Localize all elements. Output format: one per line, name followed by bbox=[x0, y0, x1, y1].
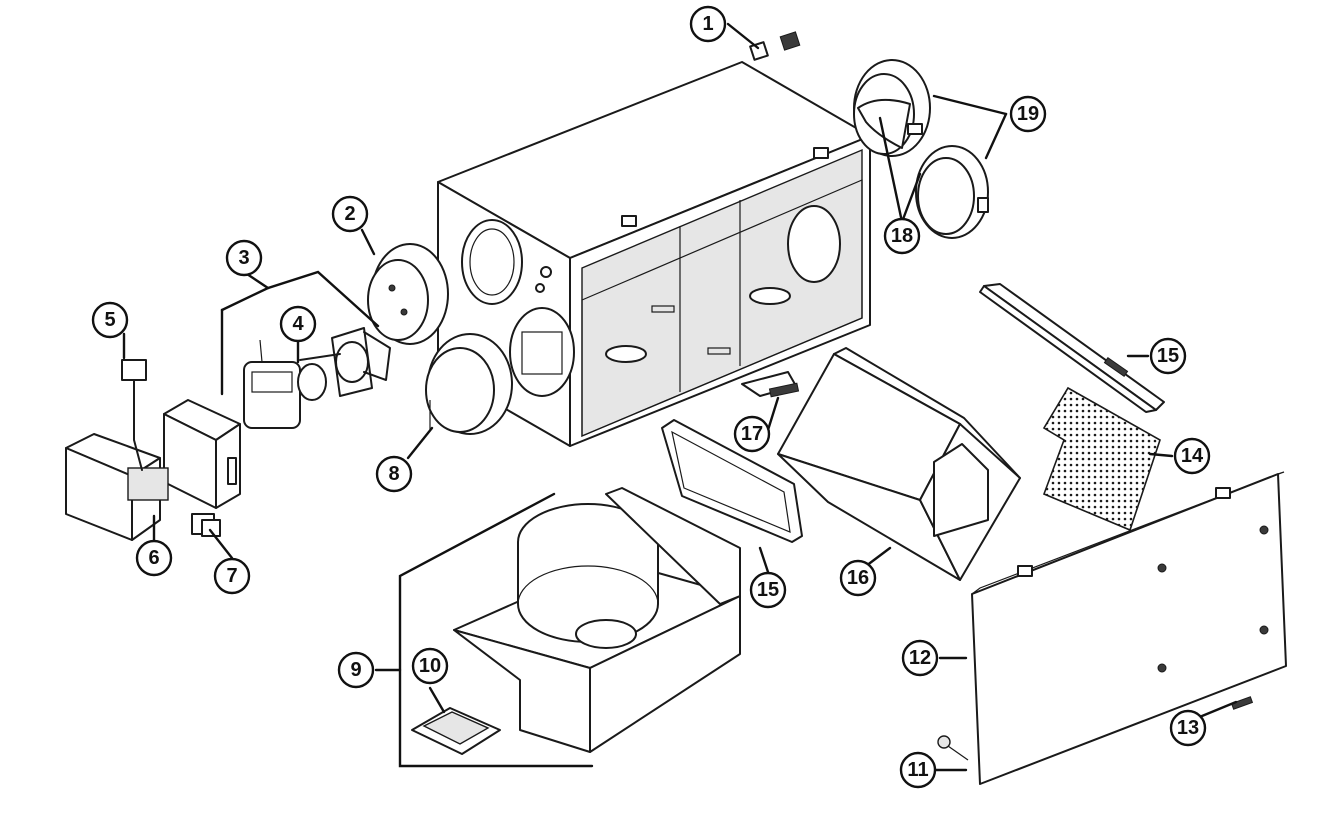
part-15-filter-upper bbox=[979, 283, 1165, 413]
callout-14: 14 bbox=[1173, 437, 1211, 475]
part-12-door-panel bbox=[971, 471, 1287, 785]
part-1-latch bbox=[749, 31, 801, 61]
part-8-collar bbox=[425, 333, 513, 435]
callout-4: 4 bbox=[279, 305, 317, 343]
svg-text:16: 16 bbox=[847, 567, 869, 589]
callout-13: 13 bbox=[1169, 709, 1207, 747]
svg-text:7: 7 bbox=[226, 565, 237, 587]
svg-text:8: 8 bbox=[388, 463, 399, 485]
callouts: 1 2 3 4 5 6 7 8 9 10 11 12 13 14 15 15 1… bbox=[91, 5, 1211, 789]
callout-18: 18 bbox=[883, 217, 921, 255]
callout-17: 17 bbox=[733, 415, 771, 453]
part-2-damper-collar bbox=[367, 243, 449, 345]
part-3-motor-assembly bbox=[243, 327, 391, 429]
callout-9: 9 bbox=[337, 651, 375, 689]
svg-text:19: 19 bbox=[1017, 103, 1039, 125]
part-5-plug bbox=[121, 359, 147, 471]
part-10-blower-plate bbox=[411, 707, 501, 755]
svg-text:3: 3 bbox=[238, 247, 249, 269]
svg-text:9: 9 bbox=[350, 659, 361, 681]
callout-16: 16 bbox=[839, 559, 877, 597]
svg-text:6: 6 bbox=[148, 547, 159, 569]
callout-5: 5 bbox=[91, 301, 129, 339]
callout-6: 6 bbox=[135, 539, 173, 577]
part-13-door-latch bbox=[1230, 696, 1254, 710]
svg-text:2: 2 bbox=[344, 203, 355, 225]
callout-10: 10 bbox=[411, 647, 449, 685]
callout-15-lower: 15 bbox=[749, 571, 787, 609]
svg-text:15: 15 bbox=[1157, 345, 1179, 367]
svg-text:18: 18 bbox=[891, 225, 913, 247]
callout-12: 12 bbox=[901, 639, 939, 677]
svg-text:5: 5 bbox=[104, 309, 115, 331]
part-11-screw bbox=[937, 735, 969, 761]
part-7-transformer bbox=[191, 513, 221, 537]
callout-19: 19 bbox=[1009, 95, 1047, 133]
svg-text:11: 11 bbox=[907, 759, 928, 781]
callout-3: 3 bbox=[225, 239, 263, 277]
callout-15-upper: 15 bbox=[1149, 337, 1187, 375]
callout-2: 2 bbox=[331, 195, 369, 233]
callout-7: 7 bbox=[213, 557, 251, 595]
svg-text:4: 4 bbox=[292, 313, 304, 335]
part-14-filter-screen bbox=[1042, 386, 1161, 532]
callout-11: 11 bbox=[899, 751, 937, 789]
svg-text:17: 17 bbox=[741, 423, 763, 445]
svg-text:10: 10 bbox=[419, 655, 441, 677]
callout-8: 8 bbox=[375, 455, 413, 493]
callout-1: 1 bbox=[689, 5, 727, 43]
part-9-blower-assembly bbox=[453, 487, 741, 753]
leader-lines bbox=[122, 22, 1238, 772]
svg-text:12: 12 bbox=[909, 647, 931, 669]
part-6-electrical-box bbox=[65, 399, 241, 541]
part-17-filter-clip bbox=[741, 371, 800, 398]
svg-text:13: 13 bbox=[1177, 717, 1199, 739]
svg-text:15: 15 bbox=[757, 579, 779, 601]
part-15-filter-lower bbox=[661, 419, 803, 543]
part-16-heat-exchanger-core bbox=[777, 347, 1021, 581]
svg-text:1: 1 bbox=[702, 13, 713, 35]
part-19-collars bbox=[853, 59, 989, 239]
svg-text:14: 14 bbox=[1181, 445, 1204, 467]
